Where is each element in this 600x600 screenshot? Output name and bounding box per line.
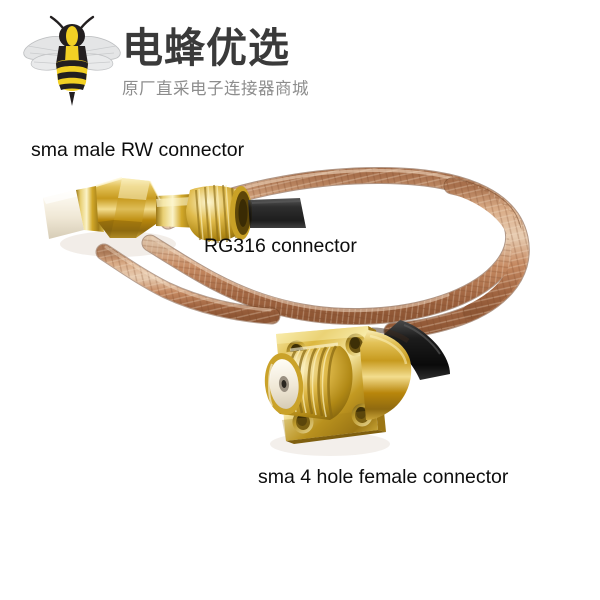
brand-name: 电蜂优选 [122, 24, 290, 72]
callout-label-sma-female-flange: sma 4 hole female connector [258, 466, 509, 488]
brand-logo: 电蜂优选 原厂直采电子连接器商城 [18, 8, 338, 113]
callout-label-sma-male: sma male RW connector [31, 139, 245, 161]
bee-logo-icon [22, 12, 122, 108]
sma-male-right-angle-connector [43, 177, 306, 257]
sma-4-hole-flange-female-connector [264, 326, 412, 456]
callout-label-rg316-cable: RG316 connector [204, 235, 357, 257]
brand-tagline: 原厂直采电子连接器商城 [122, 79, 309, 98]
threaded-barrel [264, 345, 353, 420]
brand-text-block: 电蜂优选 原厂直采电子连接器商城 [122, 22, 334, 112]
rg316-cable-loop [95, 167, 530, 340]
